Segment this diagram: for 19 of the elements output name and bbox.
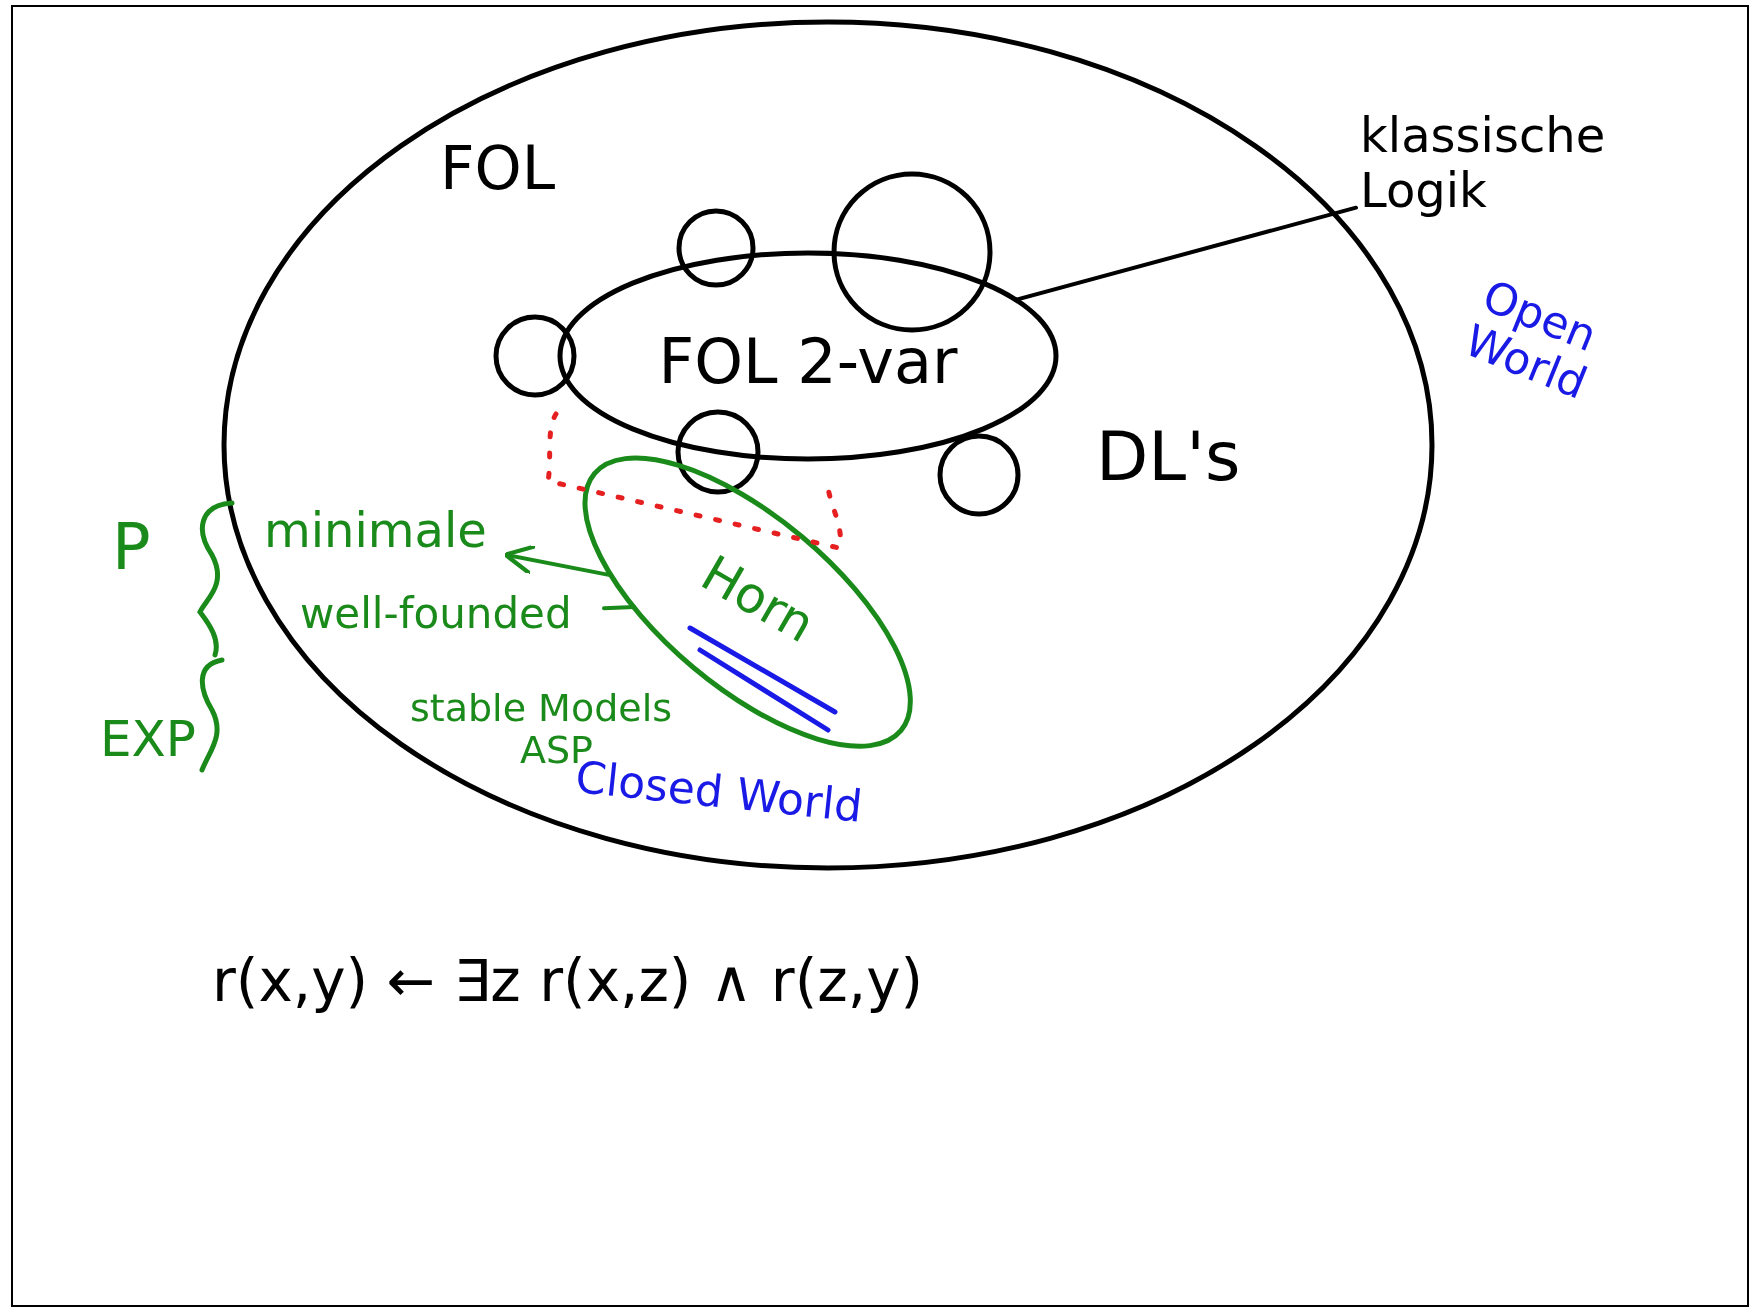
annotation-text: stable Models — [410, 688, 672, 730]
set-ellipse — [557, 250, 1059, 462]
annotation-text: P — [112, 512, 151, 583]
circle — [831, 171, 993, 333]
circle — [675, 409, 761, 495]
circle — [493, 314, 577, 398]
annotation-text: DL's — [1096, 420, 1241, 495]
set-label: FOL 2-var — [658, 328, 958, 397]
leader-line — [1013, 205, 1358, 302]
circle — [937, 433, 1021, 517]
annotation-text: minimale — [264, 503, 504, 559]
leader-line — [602, 604, 636, 611]
annotation-text: well-founded — [300, 590, 600, 640]
circle — [676, 208, 756, 288]
annotation-text: klassische Logik — [1360, 108, 1660, 224]
formula: r(x,y) ← ∃z r(x,z) ∧ r(z,y) — [212, 950, 924, 1014]
set-label: FOL — [440, 135, 556, 201]
arrow — [503, 544, 614, 578]
annotation-text: EXP — [100, 712, 196, 767]
